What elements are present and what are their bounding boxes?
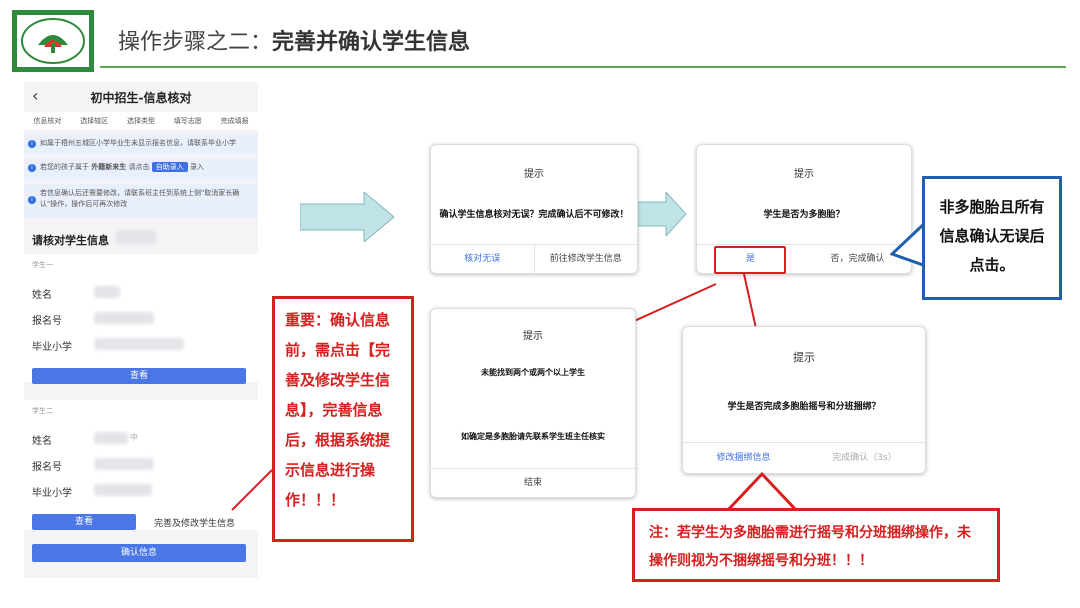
step-5: 完成填报 <box>220 117 249 125</box>
step-4: 填写志愿 <box>173 117 202 125</box>
dialog-title: 提示 <box>793 351 815 364</box>
step-tabs: 信息核对 选择辖区 选择类型 填写志愿 完成填报 <box>24 112 258 130</box>
go-edit-button[interactable]: 前往修改学生信息 <box>549 254 622 264</box>
dialog-message: 学生是否完成多胞胎摇号和分班捆绑？ <box>727 402 881 412</box>
step-3: 选择类型 <box>126 117 155 125</box>
confirm-info-button[interactable]: 确认信息 <box>32 544 246 562</box>
blurred-text <box>116 230 156 244</box>
title-main: 完善并确认学生信息 <box>272 30 471 55</box>
student-1-card: 学生一 姓名 报名号 毕业小学 查看 <box>24 254 258 384</box>
notice-1: i 如属于梧州五城区小学毕业生未显示报名信息，请联系毕业小学 <box>24 134 258 154</box>
step-2: 选择辖区 <box>80 117 109 125</box>
yes-button[interactable]: 是 <box>745 254 755 264</box>
edit-binding-button[interactable]: 修改捆绑信息 <box>716 453 771 463</box>
name-tail: 中 <box>130 433 138 442</box>
right-arrow-icon <box>300 192 395 242</box>
dialog-title: 提示 <box>523 331 543 342</box>
step-1: 信息核对 <box>33 117 62 125</box>
phone-title: 初中招生-信息核对 <box>90 91 192 105</box>
dialog-title: 提示 <box>524 169 544 180</box>
dialog-message: 确认学生信息核对无误？完成确认后不可修改！ <box>439 210 629 220</box>
finish-confirm-button[interactable]: 完成确认（3s） <box>832 453 897 463</box>
blurred-name <box>94 286 120 298</box>
edit-student-info-link[interactable]: 完善及修改学生信息 <box>154 519 236 529</box>
important-callout: 重要：确认信息前，需点击【完善及修改学生信息】，完善信息后，根据系统提示信息进行… <box>272 296 414 542</box>
note-callout: 注：若学生为多胞胎需进行摇号和分班捆绑操作，未操作则视为不捆绑摇号和分班！！！ <box>632 508 1000 582</box>
notice-2: i 若您的孩子属于 外籍新来生 请点击 自助录入 录入 <box>24 158 258 180</box>
view-button-1[interactable]: 查看 <box>32 368 246 384</box>
regno-label: 报名号 <box>32 462 62 473</box>
blurred-school <box>94 484 152 496</box>
no-finish-button[interactable]: 否，完成确认 <box>830 254 885 264</box>
info-icon: i <box>28 164 36 172</box>
name-label: 姓名 <box>32 290 52 301</box>
school-label: 毕业小学 <box>32 342 72 353</box>
student-1-label: 学生一 <box>32 261 53 269</box>
info-icon: i <box>28 140 36 148</box>
blurred-name <box>94 432 128 444</box>
yes-highlight-box <box>714 246 786 274</box>
twins-dialog: 提示 学生是否为多胞胎？ 是 否，完成确认 <box>696 144 912 274</box>
dialog-message-2: 如确定是多胞胎请先联系学生班主任核实 <box>461 432 605 441</box>
student-2-card: 学生二 姓名 中 报名号 毕业小学 查看 完善及修改学生信息 <box>24 400 258 530</box>
blurred-regno <box>94 312 154 324</box>
blue-callout: 非多胞胎且所有信息确认无误后点击。 <box>922 176 1062 300</box>
student-2-label: 学生二 <box>32 407 53 415</box>
page-title: 操作步骤之二：完善并确认学生信息 <box>118 24 470 56</box>
self-entry-button[interactable]: 自助录入 <box>151 162 188 172</box>
regno-label: 报名号 <box>32 316 62 327</box>
dialog-message: 学生是否为多胞胎？ <box>763 210 845 220</box>
title-divider <box>100 66 1066 68</box>
confirm-dialog: 提示 确认学生信息核对无误？完成确认后不可修改！ 核对无误 前往修改学生信息 <box>430 144 638 274</box>
notice-3: i 若信息确认后还需要修改，请联系班主任到系统上侧"取消家长确认"操作，操作后可… <box>24 184 258 218</box>
not-found-dialog: 提示 未能找到两个或两个以上学生 如确定是多胞胎请先联系学生班主任核实 结束 <box>430 308 636 498</box>
school-logo <box>12 10 94 72</box>
blurred-regno <box>94 458 154 470</box>
blurred-school <box>94 338 184 350</box>
back-chevron-icon[interactable]: ‹ <box>32 86 39 105</box>
name-label: 姓名 <box>32 436 52 447</box>
binding-dialog: 提示 学生是否完成多胞胎摇号和分班捆绑？ 修改捆绑信息 完成确认（3s） <box>682 326 926 474</box>
school-label: 毕业小学 <box>32 488 72 499</box>
view-button-2[interactable]: 查看 <box>32 514 136 530</box>
verified-button[interactable]: 核对无误 <box>431 245 535 273</box>
phone-header: ‹ 初中招生-信息核对 <box>24 82 258 112</box>
end-button[interactable]: 结束 <box>523 478 542 488</box>
dialog-message-1: 未能找到两个或两个以上学生 <box>481 368 585 377</box>
section-title: 请核对学生信息 <box>32 234 109 247</box>
info-icon: i <box>28 196 36 204</box>
logo-emblem-icon <box>21 18 85 64</box>
dialog-title: 提示 <box>794 169 814 180</box>
phone-screen: ‹ 初中招生-信息核对 信息核对 选择辖区 选择类型 填写志愿 完成填报 i 如… <box>24 82 258 578</box>
title-prefix: 操作步骤之二： <box>118 30 273 55</box>
